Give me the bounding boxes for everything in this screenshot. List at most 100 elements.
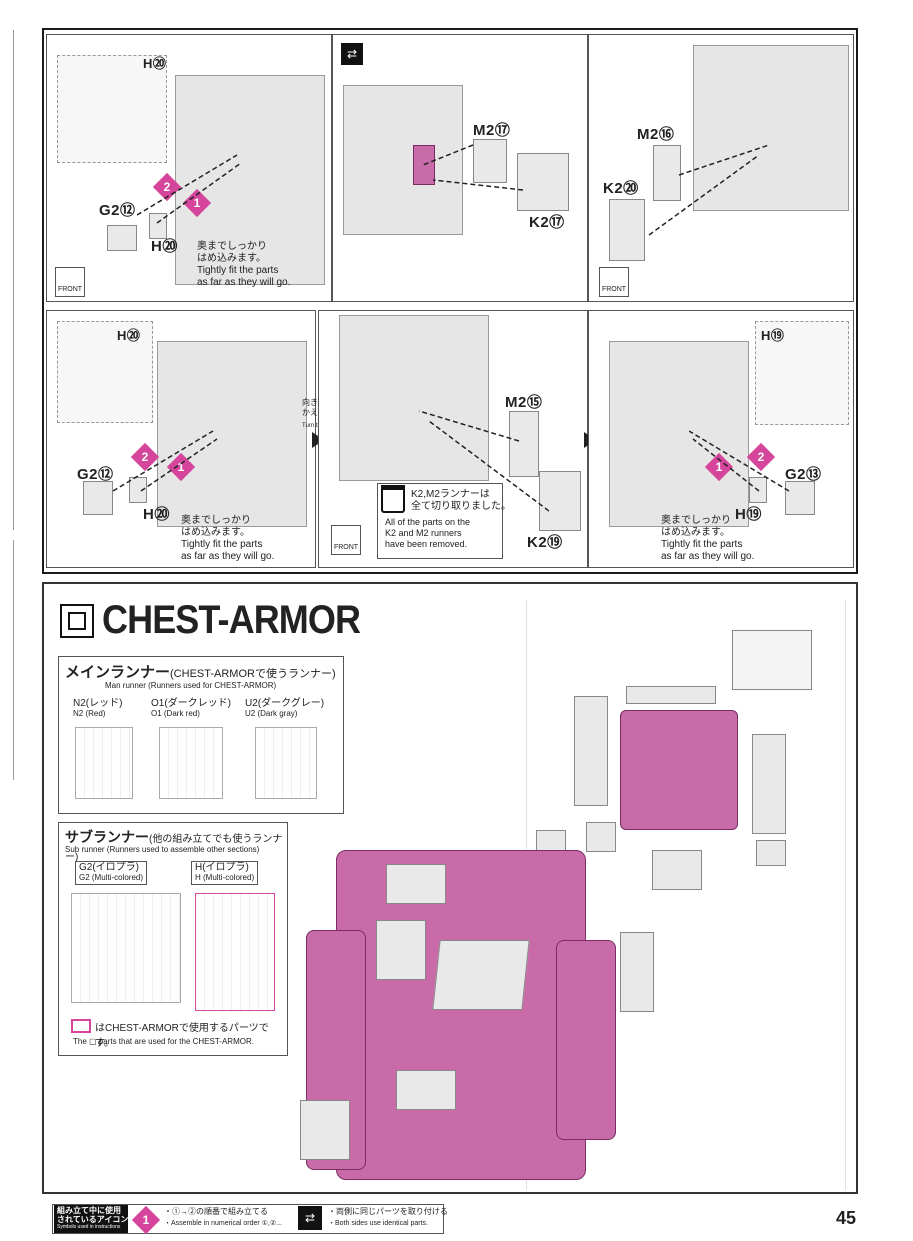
part-k2 (539, 471, 581, 531)
part-h (129, 477, 147, 503)
sub-runner-subtitle: Sub runner (Runners used to assemble oth… (65, 845, 260, 854)
legend-ja: はCHEST-ARMORで使用するパーツです。 (95, 1023, 269, 1049)
page-edge-left (0, 30, 14, 530)
step-cell-6: H⑲ G2⑬ H⑲ 1 2 奥までしっかり はめ込みます。 Tightly fi… (588, 310, 854, 568)
runner-u2-label: U2(ダークグレー)U2 (Dark gray) (245, 698, 325, 719)
runner-h-image (195, 893, 275, 1011)
part-label: M2⑮ (505, 394, 543, 411)
part-label: H⑳ (117, 328, 141, 343)
collar-part (386, 864, 446, 904)
fit-note-en: Tightly fit the parts as far as they wil… (181, 539, 275, 562)
step-cell-2: ⇄ M2⑰ K2⑰ (332, 34, 588, 302)
part-label: H⑳ (143, 56, 167, 71)
chest-vent-part (586, 822, 616, 852)
part-h (149, 213, 167, 239)
part-m2 (473, 139, 507, 183)
step-cell-3: M2⑯ K2⑳ FRONT (588, 34, 854, 302)
torso-illustration (693, 45, 849, 211)
part-m2 (653, 145, 681, 201)
insert-arrows (418, 410, 549, 512)
trash-note-ja: K2,M2ランナーは 全て切り取りました。 (411, 489, 511, 512)
footer-icons-label: 組み立て中に使用 されているアイコン Symbols used in instr… (54, 1205, 128, 1233)
both-sides-icon: ⇄ (341, 43, 363, 65)
part-label: M2⑰ (473, 122, 511, 139)
runner-g2-label: G2(イロプラ)G2 (Multi-colored) (75, 861, 148, 885)
sub-runner-box: サブランナー(他の組み立てでも使うランナー) Sub runner (Runne… (58, 822, 288, 1056)
hip-plate (300, 1100, 350, 1160)
chest-top-plate (626, 686, 716, 704)
runner-n2-label: N2(レッド)N2 (Red) (73, 698, 123, 719)
waist-plate (396, 1070, 456, 1110)
insert-arrows (689, 430, 790, 492)
runner-u2-image (255, 727, 317, 799)
both-sides-icon: ⇄ (298, 1206, 322, 1230)
part-label: H⑲ (761, 328, 785, 343)
torso-pink-body (336, 850, 586, 1180)
torso-illustration (157, 341, 307, 527)
fit-note-ja: 奥までしっかり はめ込みます。 (661, 515, 731, 538)
part-k2 (609, 199, 645, 261)
page-number: 45 (836, 1208, 857, 1228)
part-label: K2⑳ (603, 180, 639, 197)
step-cell-1: H⑳ G2⑫ H⑳ 2 1 奥までしっかり はめ込みます。 Tightly fi… (46, 34, 332, 302)
footer-order-en: ・Assemble in numerical order ①,②... (164, 1220, 282, 1227)
part-label: K2⑰ (529, 214, 565, 231)
side-panel-right (620, 932, 654, 1012)
part-label: H⑲ (735, 506, 762, 523)
detail-inset (755, 321, 849, 425)
fit-note-ja: 奥までしっかり はめ込みます。 (181, 515, 251, 538)
runner-n2-image (75, 727, 133, 799)
top-frame-part (732, 630, 812, 690)
fit-note-en: Tightly fit the parts as far as they wil… (197, 265, 291, 288)
side-plate-right (752, 734, 786, 834)
insert-arrows (423, 144, 524, 191)
runner-g2-image (71, 893, 181, 1003)
arm-right (556, 940, 616, 1140)
insert-arrows (648, 144, 769, 236)
main-runner-subtitle: Man runner (Runners used for CHEST-ARMOR… (105, 681, 277, 690)
footer-order-ja: ・①→②の順番で組み立てる (164, 1207, 268, 1216)
chest-core-part (620, 710, 738, 830)
trash-icon (381, 485, 405, 513)
chest-small-part (652, 850, 702, 890)
chest-plate-front (432, 940, 530, 1010)
part-g2 (83, 481, 113, 515)
fit-note-en: Tightly fit the parts as far as they wil… (661, 539, 755, 562)
part-g2 (785, 481, 815, 515)
legend-swatch (71, 1019, 91, 1033)
part-m2 (509, 411, 539, 477)
chest-armor-icon (60, 604, 94, 638)
shoulder-block (756, 840, 786, 866)
section-title: CHEST-ARMOR (102, 598, 361, 642)
front-icon: FRONT (55, 267, 85, 297)
main-runner-box: メインランナー(CHEST-ARMORで使うランナー) Man runner (… (58, 656, 344, 814)
footer-icons-box (52, 1204, 444, 1234)
step-cell-4: H⑳ G2⑫ H⑳ 2 1 奥までしっかり はめ込みます。 Tightly fi… (46, 310, 316, 568)
detail-inset (57, 321, 153, 423)
chest-plate-left (376, 920, 426, 980)
part-label: K2⑲ (527, 534, 563, 551)
trash-note-box (377, 483, 503, 559)
footer-both-en: ・Both sides use identical parts. (328, 1220, 428, 1227)
runner-o1-label: O1(ダークレッド)O1 (Dark red) (151, 698, 231, 719)
part-label: G2⑬ (785, 466, 822, 483)
fit-note-ja: 奥までしっかり はめ込みます。 (197, 241, 267, 264)
part-label: M2⑯ (637, 126, 675, 143)
front-icon: FRONT (331, 525, 361, 555)
side-plate-left (574, 696, 608, 806)
sub-runner-title: サブランナー(他の組み立てでも使うランナー) (65, 829, 283, 863)
detail-inset (57, 55, 167, 163)
trash-note-en: All of the parts on the K2 and M2 runner… (385, 517, 471, 549)
part-g2 (107, 225, 137, 251)
runner-o1-image (159, 727, 223, 799)
page-edge-left-2 (0, 540, 14, 780)
part-label: H⑳ (151, 238, 178, 255)
torso-illustration (343, 85, 463, 235)
footer-both-ja: ・両側に同じパーツを取り付ける (328, 1207, 448, 1216)
front-icon: FRONT (599, 267, 629, 297)
legend-en: The ▢ parts that are used for the CHEST-… (73, 1037, 254, 1046)
part-label: H⑳ (143, 506, 170, 523)
exploded-chest-illustration (296, 600, 852, 1190)
part-k2 (517, 153, 569, 211)
insert-arrows (137, 154, 242, 224)
